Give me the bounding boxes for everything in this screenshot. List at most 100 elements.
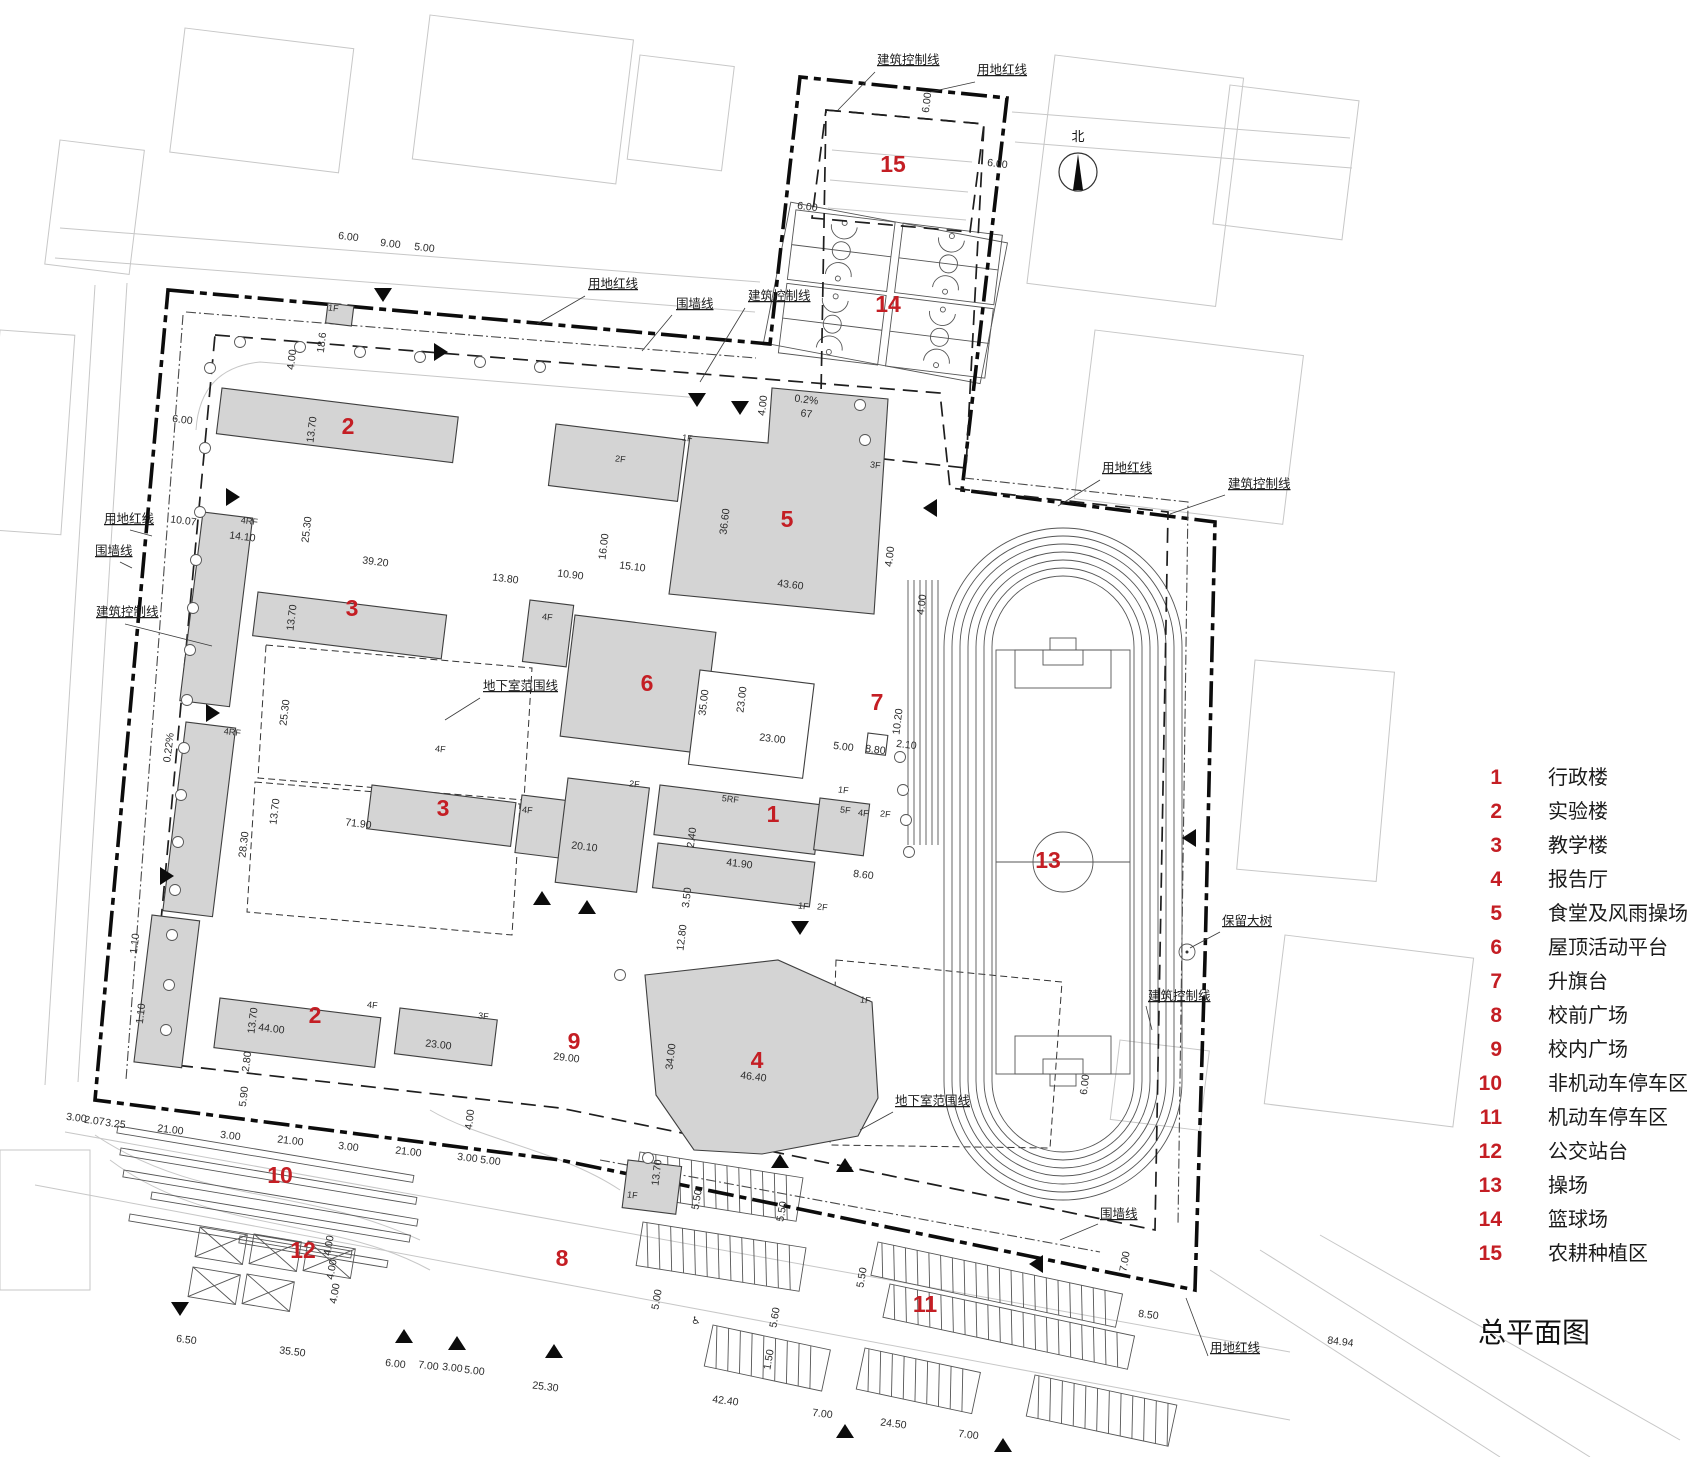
legend-label: 操场 <box>1548 1174 1588 1197</box>
axis-grid-bubble <box>414 351 426 363</box>
context-road-line <box>1209 1269 1501 1457</box>
track-lane <box>943 527 1183 1201</box>
stall-hatch <box>762 1335 765 1379</box>
hoop <box>948 233 955 240</box>
line-name-label: 建筑控制线 <box>1148 988 1211 1003</box>
building-control-line <box>147 334 1169 1232</box>
axis-grid-bubble <box>184 644 196 656</box>
entrance-arrow <box>836 1158 854 1172</box>
dimension-text: 10.90 <box>557 567 585 582</box>
parking-strip <box>870 1241 1124 1328</box>
goal <box>1049 637 1077 651</box>
dimension-text: 6.00 <box>384 1357 406 1371</box>
stall-hatch <box>750 1333 753 1377</box>
entrance-arrow <box>533 891 551 905</box>
dimension-text: 12.80 <box>674 924 689 952</box>
context-building <box>1236 659 1396 882</box>
hoop <box>825 349 832 355</box>
parking-strip <box>635 1221 807 1292</box>
leader-line <box>859 1111 894 1131</box>
dimension-text: 4.00 <box>327 1282 342 1304</box>
dimension-text: 34.00 <box>663 1043 678 1071</box>
context-road-line <box>77 282 128 1083</box>
dimension-text: 13.70 <box>267 798 282 826</box>
legend-number: 13 <box>1479 1174 1502 1197</box>
stall-hatch <box>741 1237 744 1283</box>
context-building <box>1109 1039 1210 1131</box>
entrance-arrow <box>171 1302 189 1316</box>
stall-hatch <box>867 1348 870 1392</box>
parking-strip-outline <box>882 1283 1136 1370</box>
stall-hatch <box>1107 1390 1110 1434</box>
line-name-label: 建筑控制线 <box>748 288 811 303</box>
dimension-text: 25.30 <box>277 699 292 727</box>
bus-bay-cross <box>187 1274 241 1298</box>
axis-grid-bubble <box>178 742 190 754</box>
entrance-arrow <box>160 867 174 885</box>
context-road-line <box>34 1184 1291 1421</box>
stall-hatch <box>1045 1277 1048 1313</box>
track-lane <box>967 551 1159 1177</box>
building-block <box>324 302 355 327</box>
legend-label: 教学楼 <box>1548 834 1608 857</box>
axis-grid-bubble <box>900 814 912 826</box>
context-road-curve <box>109 1159 431 1271</box>
dimension-text: 13.70 <box>304 416 319 444</box>
dimension-text: 4.00 <box>883 546 897 568</box>
dimension-text: 6.00 <box>1078 1074 1092 1096</box>
entrance-arrow <box>836 1424 854 1438</box>
dimension-text: 2.80 <box>240 1051 254 1073</box>
floor-tag: 2F <box>880 808 892 819</box>
dimension-text: 29.00 <box>553 1050 581 1065</box>
buildings <box>133 302 889 1215</box>
axis-grid-bubble <box>903 846 915 858</box>
floor-tag: 5F <box>840 804 852 815</box>
zone-number: 12 <box>290 1237 316 1263</box>
line-name-label: 用地红线 <box>104 511 155 526</box>
zone-number: 10 <box>267 1162 293 1188</box>
bus-bay-cross <box>248 1241 302 1265</box>
entrance-arrow <box>578 900 596 914</box>
dimension-text: 23.00 <box>425 1037 453 1052</box>
track-lane <box>991 575 1135 1153</box>
dimension-text: 7.00 <box>811 1407 833 1421</box>
floor-tag: 4RF <box>240 515 259 527</box>
stall-hatch <box>785 1175 788 1220</box>
stall-hatch <box>646 1222 649 1268</box>
legend-number: 11 <box>1480 1106 1503 1129</box>
leader-line <box>1059 1223 1099 1241</box>
penalty-box <box>1014 649 1112 689</box>
context-road-line <box>1259 1249 1591 1457</box>
stall-hatch <box>914 1358 917 1402</box>
stall-hatch <box>940 1294 943 1330</box>
dimension-text: 4.00 <box>756 395 770 417</box>
dimension-text: 3.00 <box>456 1151 478 1165</box>
axis-grid-bubble <box>354 346 366 358</box>
dimension-text: 5.90 <box>237 1086 251 1108</box>
parking-strip <box>632 1151 804 1222</box>
wall-line <box>125 314 184 1081</box>
dimension-text: 13.70 <box>245 1007 260 1035</box>
legend-number: 3 <box>1490 834 1502 857</box>
leader-line <box>1189 931 1221 949</box>
court-center-circle <box>939 254 958 274</box>
wall-line <box>963 477 1189 1226</box>
building-block <box>554 777 651 893</box>
axis-grid-bubble <box>294 341 306 353</box>
leader-line <box>444 697 481 721</box>
entrance-arrow <box>434 343 448 361</box>
stall-hatch <box>1131 1395 1134 1439</box>
bike-rack-row <box>116 1125 415 1183</box>
leader-line <box>129 529 153 537</box>
parking-strip-outline <box>870 1241 1124 1328</box>
car-parking: ♿ <box>632 1151 1178 1447</box>
dimension-text: 36.60 <box>717 508 732 536</box>
stall-hatch <box>715 1325 718 1369</box>
bus-stop <box>187 1226 356 1313</box>
stall-hatch <box>670 1226 673 1272</box>
dimension-text: 4.00 <box>463 1109 477 1131</box>
track-lane <box>983 567 1143 1161</box>
